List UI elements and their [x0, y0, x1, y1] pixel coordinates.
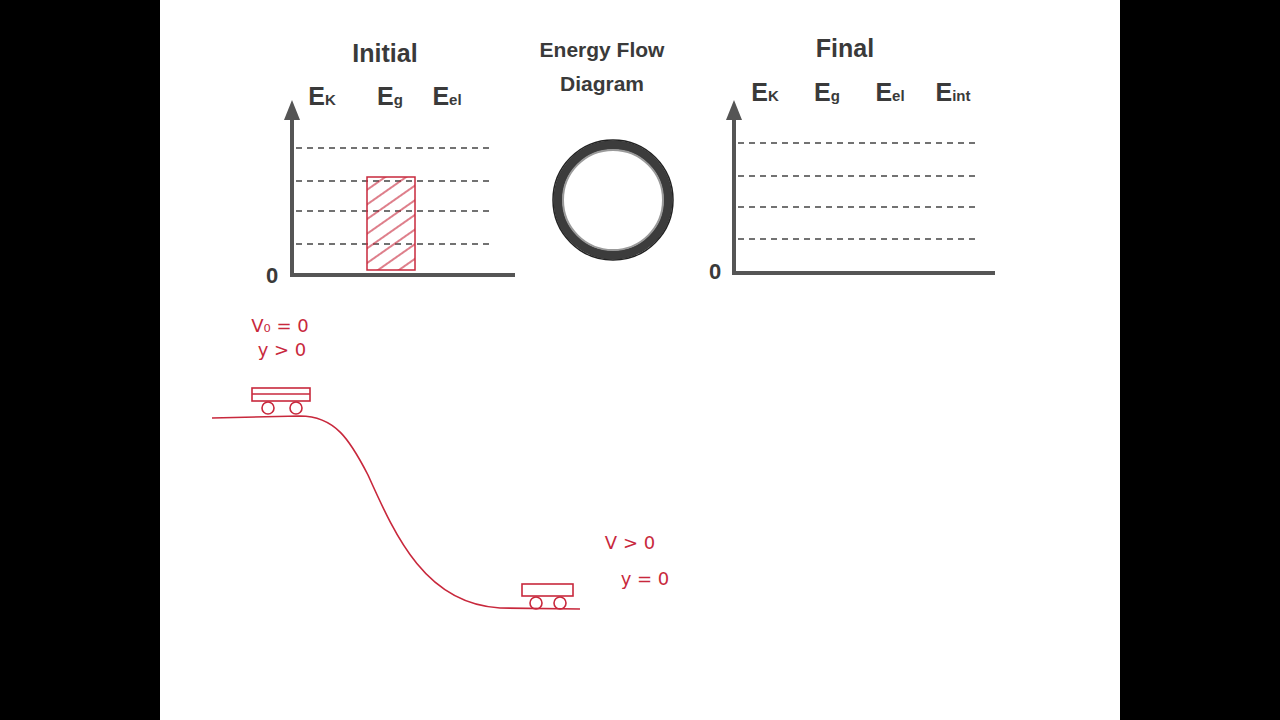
energy-bar	[367, 177, 415, 270]
axis-origin: 0	[266, 263, 278, 288]
axis-origin: 0	[709, 259, 721, 284]
initial-chart	[284, 100, 515, 275]
height-note: y = 0	[621, 569, 670, 590]
page-ground	[160, 0, 1120, 720]
final-chart	[726, 100, 995, 273]
diagram-title: Energy Flow Diagram	[515, 33, 690, 100]
chart-title: Initial	[352, 39, 417, 68]
energy-flow-ring	[553, 140, 673, 260]
energy-label: Eint	[935, 78, 970, 107]
energy-label: Eg	[377, 82, 403, 111]
velocity-note: V₀ = 0	[251, 316, 309, 337]
height-note: y > 0	[258, 340, 307, 361]
energy-label: EK	[751, 78, 779, 107]
energy-label: Eg	[814, 78, 840, 107]
velocity-note: V > 0	[605, 533, 655, 554]
energy-label: Eel	[432, 82, 461, 111]
cart-bottom	[522, 584, 573, 609]
energy-label: Eel	[875, 78, 904, 107]
cart-top	[252, 388, 310, 414]
hill-sketch	[212, 388, 580, 609]
energy-label: EK	[308, 82, 336, 111]
chart-title: Final	[816, 34, 874, 63]
